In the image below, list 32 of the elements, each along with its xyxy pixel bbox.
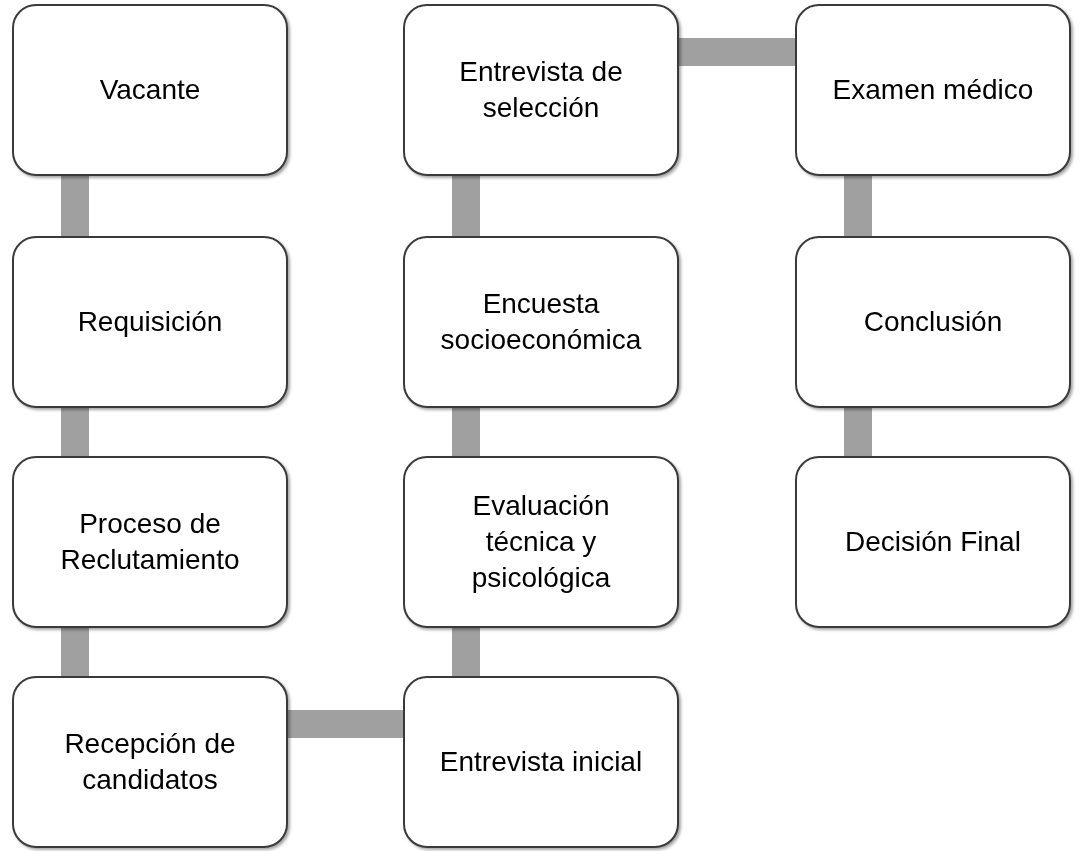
process-box [403, 676, 679, 848]
connector-bar [61, 628, 89, 676]
connector-bar [288, 710, 403, 738]
connector-bar [61, 176, 89, 236]
connector-bar [679, 38, 795, 66]
connector-bar [61, 408, 89, 456]
box-label: Vacante [98, 73, 202, 107]
box-label: Evaluación técnica y psicológica [470, 489, 612, 595]
connector-bar [844, 408, 872, 456]
connector-bar [452, 176, 480, 236]
connector-bar [844, 176, 872, 236]
box-label: Conclusión [862, 305, 1004, 339]
process-box [12, 4, 288, 176]
process-box [403, 236, 679, 408]
process-box [12, 676, 288, 848]
box-label: Recepción de candidatos [63, 727, 237, 797]
connector-bar [452, 628, 480, 676]
process-box [403, 456, 679, 628]
box-label: Requisición [76, 305, 224, 339]
process-box [12, 236, 288, 408]
process-box [795, 456, 1071, 628]
box-label: Decisión Final [844, 525, 1022, 559]
process-box [12, 456, 288, 628]
process-box [795, 236, 1071, 408]
box-label: Encuesta socioeconómica [439, 287, 643, 357]
box-label: Proceso de Reclutamiento [59, 507, 241, 577]
box-label: Entrevista inicial [438, 745, 644, 779]
connector-bar [452, 408, 480, 456]
box-label: Entrevista de selección [458, 55, 624, 125]
process-box [795, 4, 1071, 176]
process-box [403, 4, 679, 176]
box-label: Examen médico [831, 73, 1035, 107]
